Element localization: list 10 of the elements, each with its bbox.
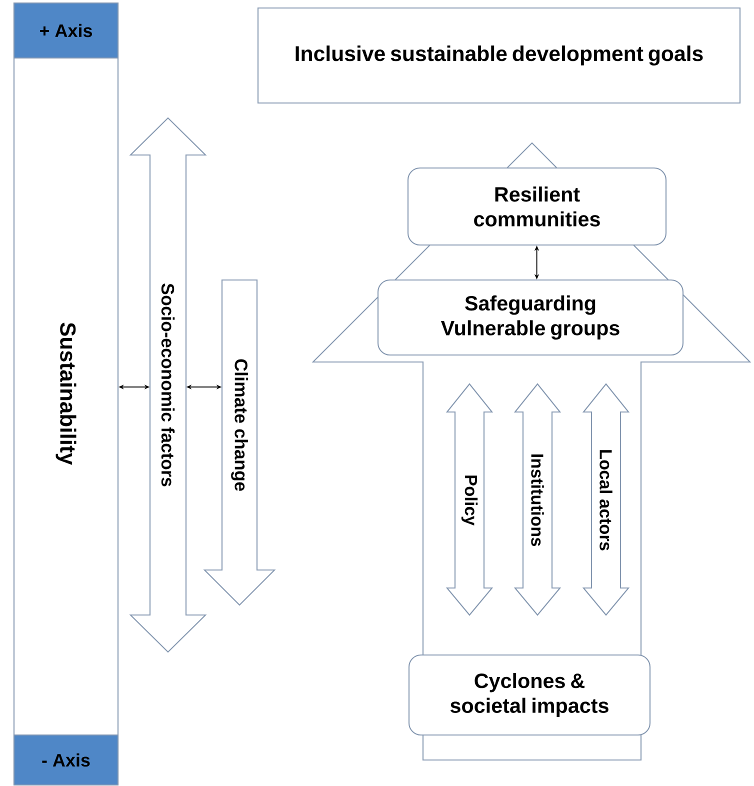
double-arrow-box: Local actors xyxy=(582,383,630,616)
axis-band: + Axis xyxy=(13,2,119,59)
rounded-box: Safeguarding Vulnerable groups xyxy=(377,279,684,356)
rounded-box: Cyclones & societal impacts xyxy=(408,654,651,736)
double-arrow-box: Policy xyxy=(446,383,494,616)
double-arrow-box: Socio-economic factors xyxy=(129,117,207,653)
rounded-box: Resilient communities xyxy=(407,167,667,246)
double-arrow-box: Institutions xyxy=(514,383,562,616)
axis-band: - Axis xyxy=(13,734,119,786)
goal-box: Inclusive sustainable development goals xyxy=(257,7,741,104)
